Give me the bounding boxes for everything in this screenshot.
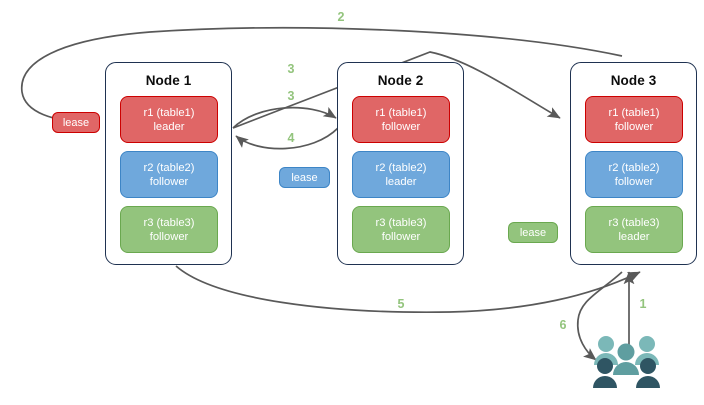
replica-role: follower (381, 230, 421, 243)
replica-role: follower (614, 120, 654, 133)
replica-node1-r3[interactable]: r3 (table3) follower (120, 206, 218, 253)
replica-name: r3 (table3) (143, 216, 195, 229)
lease-badge-blue[interactable]: lease (279, 167, 330, 188)
replica-node3-r2[interactable]: r2 (table2) follower (585, 151, 683, 198)
lease-badge-red[interactable]: lease (52, 112, 100, 133)
step-label-6: 6 (559, 318, 567, 332)
replica-node2-r2[interactable]: r2 (table2) leader (352, 151, 450, 198)
node-title: Node 3 (610, 73, 657, 88)
replica-node1-r1[interactable]: r1 (table1) leader (120, 96, 218, 143)
replica-name: r2 (table2) (143, 161, 195, 174)
replica-node3-r1[interactable]: r1 (table1) follower (585, 96, 683, 143)
step-label-2: 2 (337, 10, 345, 24)
replica-name: r1 (table1) (143, 106, 195, 119)
edge-step-3a (232, 51, 561, 129)
edge-step-2 (21, 26, 623, 129)
step-label-3-upper: 3 (287, 62, 295, 76)
replica-role: follower (149, 175, 189, 188)
replica-role: leader (618, 230, 650, 243)
edge-step-4 (235, 127, 339, 150)
edge-step-3b (232, 106, 337, 129)
replica-node2-r3[interactable]: r3 (table3) follower (352, 206, 450, 253)
replica-role: follower (149, 230, 189, 243)
replica-name: r1 (table1) (375, 106, 427, 119)
replica-name: r3 (table3) (375, 216, 427, 229)
replica-name: r1 (table1) (608, 106, 660, 119)
node-box-2[interactable]: Node 2 r1 (table1) follower r2 (table2) … (337, 62, 464, 265)
lease-badge-green[interactable]: lease (508, 222, 558, 243)
step-label-5: 5 (397, 297, 405, 311)
people-icon (593, 336, 660, 388)
node-box-3[interactable]: Node 3 r1 (table1) follower r2 (table2) … (570, 62, 697, 265)
replica-role: follower (381, 120, 421, 133)
replica-node2-r1[interactable]: r1 (table1) follower (352, 96, 450, 143)
step-label-1: 1 (639, 297, 647, 311)
replica-node1-r2[interactable]: r2 (table2) follower (120, 151, 218, 198)
edge-step-5 (175, 265, 641, 314)
node-title: Node 2 (377, 73, 424, 88)
edge-step-6 (576, 271, 623, 361)
replica-node3-r3[interactable]: r3 (table3) leader (585, 206, 683, 253)
replica-role: follower (614, 175, 654, 188)
step-label-3-lower: 3 (287, 89, 295, 103)
step-label-4: 4 (287, 131, 295, 145)
replica-role: leader (385, 175, 417, 188)
replica-name: r3 (table3) (608, 216, 660, 229)
replica-name: r2 (table2) (375, 161, 427, 174)
replica-role: leader (153, 120, 185, 133)
replica-name: r2 (table2) (608, 161, 660, 174)
node-box-1[interactable]: Node 1 r1 (table1) leader r2 (table2) fo… (105, 62, 232, 265)
node-title: Node 1 (145, 73, 192, 88)
